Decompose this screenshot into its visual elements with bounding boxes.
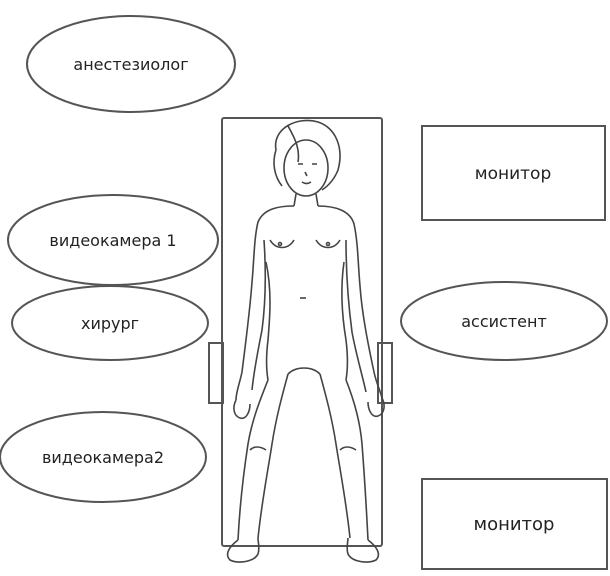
surgeon-label: хирург <box>81 314 139 333</box>
monitor-bottom-label: монитор <box>474 514 555 535</box>
videocamera-1-label: видеокамера 1 <box>49 231 176 250</box>
left-arm-board <box>209 343 223 403</box>
monitor-top-label: монитор <box>475 164 551 184</box>
assistant-label: ассистент <box>461 312 547 331</box>
anesthesiologist-label: анестезиолог <box>73 55 188 74</box>
patient-figure <box>228 120 385 562</box>
videocamera-2-label: видеокамера2 <box>42 448 164 467</box>
